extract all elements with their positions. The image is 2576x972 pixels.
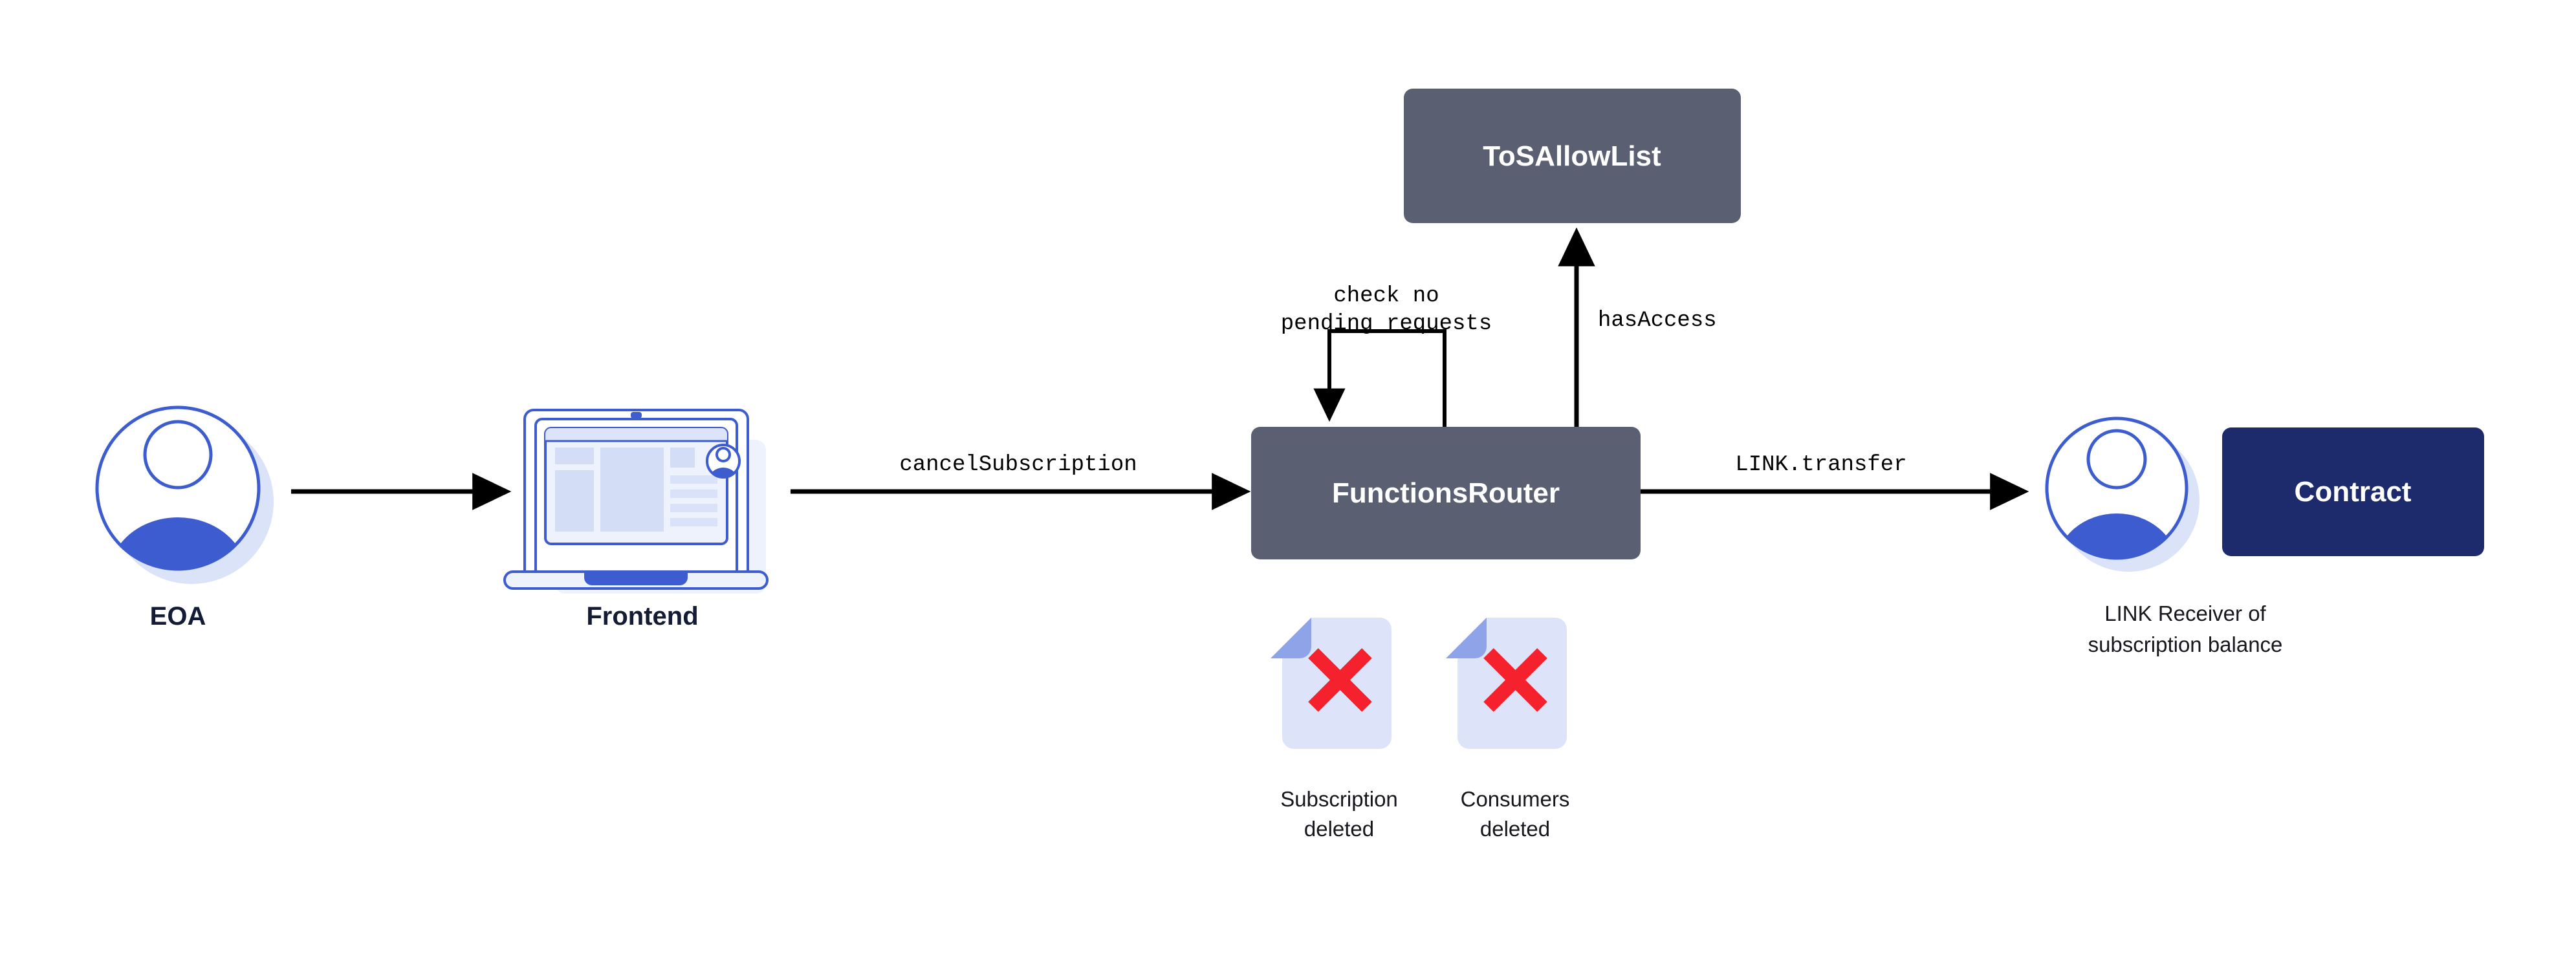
subscription-deleted-caption-line2: deleted (1304, 817, 1374, 841)
consumers-deleted-caption-line2: deleted (1480, 817, 1550, 841)
user-avatar-icon-link-receiver (2045, 416, 2199, 572)
eoa-caption: EOA (150, 602, 206, 631)
node-box-functionsrouter[interactable] (1251, 427, 1641, 559)
laptop-icon-frontend (503, 409, 769, 594)
edge-label-link-transfer: LINK.transfer (1735, 453, 1906, 477)
avatar-icon-in-laptop (706, 444, 741, 479)
link-receiver-caption-line1: LINK Receiver of (2104, 601, 2266, 625)
document-deleted-icon-consumers (1446, 618, 1567, 749)
edge-router-self-loop (1313, 329, 1446, 427)
functionsrouter-label: FunctionsRouter (1332, 477, 1560, 509)
node-box-tosallowlist[interactable] (1404, 89, 1741, 223)
red-x-icon (1308, 648, 1372, 712)
edge-label-self-loop-line2: pending requests (1281, 312, 1492, 336)
document-deleted-icon-subscription (1271, 618, 1392, 749)
tosallowlist-label: ToSAllowList (1483, 140, 1661, 172)
subscription-deleted-caption-line1: Subscription (1280, 787, 1398, 811)
user-avatar-icon-eoa (95, 405, 274, 584)
contract-label: Contract (2295, 476, 2412, 508)
red-x-icon (1483, 648, 1547, 712)
edge-label-has-access: hasAccess (1598, 308, 1717, 333)
node-box-contract[interactable] (2222, 427, 2484, 556)
link-receiver-caption-line2: subscription balance (2088, 632, 2283, 656)
edge-label-self-loop-line1: check no (1333, 284, 1439, 308)
consumers-deleted-caption-line1: Consumers (1461, 787, 1570, 811)
edge-label-cancel-subscription: cancelSubscription (899, 453, 1137, 477)
frontend-caption: Frontend (586, 602, 698, 631)
